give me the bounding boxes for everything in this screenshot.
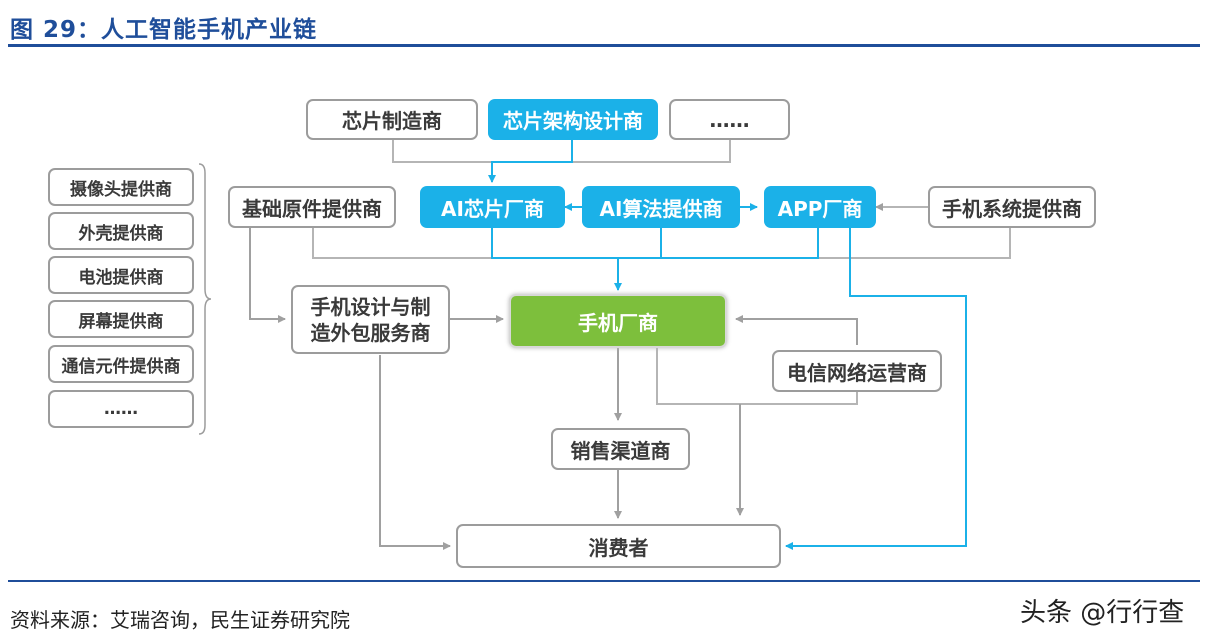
bottom-rule xyxy=(8,580,1200,582)
telecom-box: 电信网络运营商 xyxy=(772,350,942,392)
chip-maker-box: 芯片制造商 xyxy=(306,99,478,140)
arrow-telecom-phone xyxy=(735,315,858,345)
arrow-odm-to-consumer xyxy=(379,355,451,550)
line-arch-to-aichip xyxy=(488,140,573,183)
ai-algo-box: AI算法提供商 xyxy=(582,186,740,228)
arrow-app-to-consumer xyxy=(785,228,967,550)
screen-box: 屏幕提供商 xyxy=(48,300,194,338)
chip-arch-box: 芯片架构设计商 xyxy=(488,99,658,140)
source-note: 资料来源：艾瑞咨询，民生证券研究院 xyxy=(10,608,350,632)
phone-maker-box: 手机厂商 xyxy=(509,294,727,348)
title-rule xyxy=(8,44,1200,47)
consumer-box: 消费者 xyxy=(456,524,781,568)
ai-chip-box: AI芯片厂商 xyxy=(420,186,565,228)
app-box: APP厂商 xyxy=(764,186,876,228)
os-box: 手机系统提供商 xyxy=(928,186,1096,228)
line-phone-telecom-loop xyxy=(656,348,858,405)
base-parts-box: 基础原件提供商 xyxy=(228,186,396,228)
battery-box: 电池提供商 xyxy=(48,256,194,294)
figure-title: 图 29：人工智能手机产业链 xyxy=(10,17,318,43)
odm-box: 手机设计与制造外包服务商 xyxy=(291,285,450,354)
sales-box: 销售渠道商 xyxy=(551,428,690,470)
shell-box: 外壳提供商 xyxy=(48,212,194,250)
line-collector-blue xyxy=(491,228,819,259)
camera-box: 摄像头提供商 xyxy=(48,168,194,206)
line-top-group xyxy=(392,140,731,163)
left-more-box: …… xyxy=(48,390,194,428)
top-more-box: …… xyxy=(669,99,790,140)
left-brace xyxy=(198,163,212,435)
comm-box: 通信元件提供商 xyxy=(48,345,194,383)
watermark: 头条 @行行查 xyxy=(1020,598,1185,628)
arrow-base-to-odm xyxy=(249,228,286,323)
